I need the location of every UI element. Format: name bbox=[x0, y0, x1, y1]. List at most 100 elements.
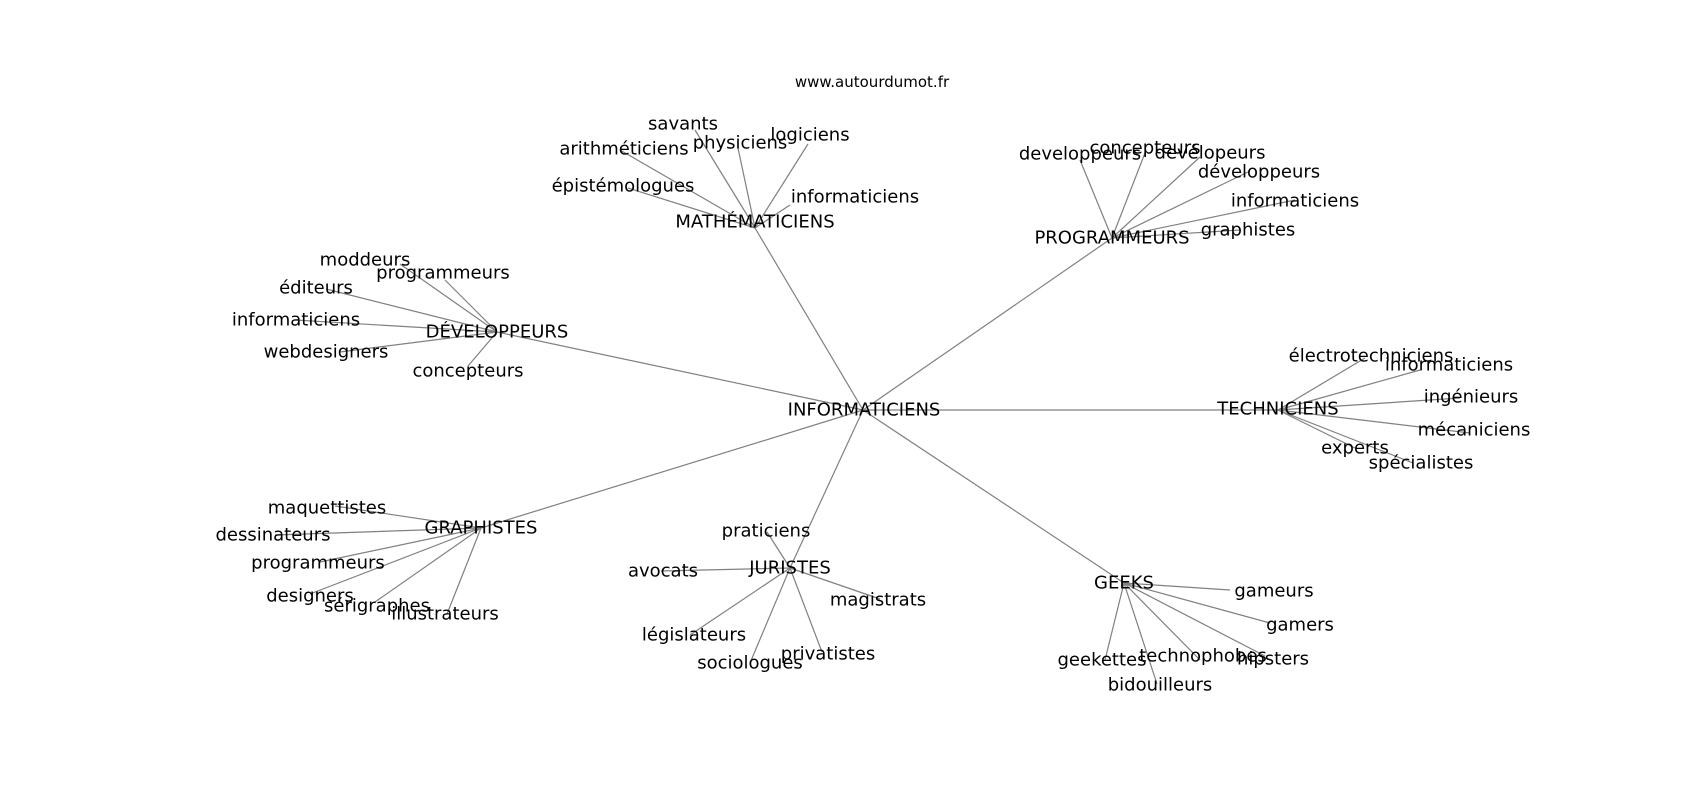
term-node-programmeurs[interactable]: programmeurs bbox=[251, 553, 385, 574]
edge-geeks-to-geekettes bbox=[1104, 582, 1125, 661]
edge-programmeurs-to-developpeurs bbox=[1111, 170, 1251, 239]
edge-techniciens-to-electrotechniciens bbox=[1277, 357, 1366, 411]
edge-geeks-to-technophobes bbox=[1123, 582, 1201, 661]
edge-juristes-to-avocats bbox=[660, 567, 791, 572]
edge-geeks-to-hipsters bbox=[1123, 582, 1266, 657]
term-node-serigraphes[interactable]: sérigraphes bbox=[324, 596, 430, 617]
edge-center-to-developpeurs bbox=[496, 331, 864, 411]
term-node-savants[interactable]: savants bbox=[648, 114, 718, 135]
term-node-legislateurs[interactable]: législateurs bbox=[642, 625, 746, 646]
edge-developpeurs-to-webdesigners bbox=[339, 331, 498, 353]
edge-techniciens-to-ingenieurs bbox=[1277, 397, 1461, 411]
edge-graphistes-to-illustrateurs bbox=[446, 527, 482, 615]
site-url[interactable]: www.autourdumot.fr bbox=[795, 73, 950, 91]
edge-mathematiciens-to-physiciens bbox=[737, 147, 756, 229]
edge-mathematiciens-to-epistemologues bbox=[627, 187, 756, 229]
term-node-bidouilleurs[interactable]: bidouilleurs bbox=[1108, 675, 1213, 696]
edge-center-to-graphistes bbox=[480, 409, 864, 529]
graph-labels: www.autourdumot.fr INFORMATICIENS MATHÉMA… bbox=[215, 73, 1530, 696]
term-node-technophobes[interactable]: technophobes bbox=[1139, 646, 1267, 667]
term-node-privatistes[interactable]: privatistes bbox=[781, 644, 875, 665]
edge-center-to-mathematiciens bbox=[754, 227, 864, 411]
term-node-logiciens[interactable]: logiciens bbox=[770, 125, 849, 146]
term-node-magistrats[interactable]: magistrats bbox=[830, 590, 926, 611]
term-node-dessinateurs[interactable]: dessinateurs bbox=[215, 525, 330, 546]
term-node-graphistes[interactable]: graphistes bbox=[1201, 220, 1296, 241]
edge-geeks-to-gamers bbox=[1123, 582, 1271, 624]
edge-graphistes-to-maquettistes bbox=[334, 505, 482, 529]
edge-juristes-to-magistrats bbox=[789, 567, 881, 600]
term-node-informaticiens[interactable]: informaticiens bbox=[791, 187, 919, 208]
term-node-epistemologues[interactable]: épistémologues bbox=[552, 176, 695, 197]
term-node-sociologues[interactable]: sociologues bbox=[697, 653, 803, 674]
term-node-maquettistes[interactable]: maquettistes bbox=[268, 498, 386, 519]
term-node-electrotechniciens[interactable]: électrotechniciens bbox=[1289, 346, 1454, 367]
edge-techniciens-to-informaticiens bbox=[1277, 369, 1421, 411]
edge-geeks-to-bidouilleurs bbox=[1123, 582, 1158, 685]
term-node-ingenieurs[interactable]: ingénieurs bbox=[1424, 387, 1519, 408]
edge-mathematiciens-to-arithmeticiens bbox=[619, 149, 756, 229]
graph-edges bbox=[274, 129, 1471, 685]
edge-developpeurs-to-informaticiens bbox=[294, 319, 498, 333]
term-node-praticiens[interactable]: praticiens bbox=[722, 521, 811, 542]
term-node-specialistes[interactable]: spécialistes bbox=[1369, 453, 1474, 474]
group-node-juristes[interactable]: JURISTES bbox=[748, 558, 831, 579]
edge-mathematiciens-to-informaticiens bbox=[754, 204, 791, 229]
term-node-hipsters[interactable]: hipsters bbox=[1237, 649, 1309, 670]
edge-developpeurs-to-concepteurs bbox=[467, 331, 498, 367]
group-node-geeks[interactable]: GEEKS bbox=[1094, 573, 1154, 594]
edge-center-to-programmeurs bbox=[862, 237, 1113, 411]
edge-graphistes-to-programmeurs bbox=[319, 527, 482, 563]
edge-graphistes-to-dessinateurs bbox=[274, 527, 482, 536]
edge-graphistes-to-designers bbox=[309, 527, 482, 595]
term-node-developpeurs[interactable]: développeurs bbox=[1198, 162, 1320, 183]
edge-mathematiciens-to-savants bbox=[694, 129, 756, 229]
edge-geeks-to-gameurs bbox=[1123, 582, 1231, 591]
term-node-informaticiens[interactable]: informaticiens bbox=[1385, 355, 1513, 376]
edge-programmeurs-to-developeurs bbox=[1111, 156, 1201, 239]
group-node-techniciens[interactable]: TECHNICIENS bbox=[1216, 399, 1338, 420]
term-node-gameurs[interactable]: gameurs bbox=[1234, 581, 1313, 602]
edge-center-to-juristes bbox=[789, 409, 864, 569]
term-node-experts[interactable]: experts bbox=[1321, 438, 1389, 459]
term-node-informaticiens[interactable]: informaticiens bbox=[1231, 191, 1359, 212]
edge-juristes-to-legislateurs bbox=[689, 567, 791, 636]
term-node-moddeurs[interactable]: moddeurs bbox=[320, 250, 411, 271]
center-node-label[interactable]: INFORMATICIENS bbox=[788, 400, 941, 421]
edge-techniciens-to-specialistes bbox=[1277, 409, 1414, 464]
edge-center-to-geeks bbox=[862, 409, 1125, 584]
edge-developpeurs-to-programmeurs bbox=[444, 279, 498, 333]
term-node-informaticiens[interactable]: informaticiens bbox=[232, 310, 360, 331]
term-node-developpeurs[interactable]: developpeurs bbox=[1019, 144, 1141, 165]
group-node-graphistes[interactable]: GRAPHISTES bbox=[425, 518, 538, 539]
edge-mathematiciens-to-logiciens bbox=[754, 143, 809, 229]
term-node-programmeurs[interactable]: programmeurs bbox=[376, 263, 510, 284]
edge-programmeurs-to-graphistes bbox=[1111, 229, 1241, 239]
term-node-illustrateurs[interactable]: illustrateurs bbox=[391, 604, 499, 625]
group-node-developpeurs[interactable]: DÉVELOPPEURS bbox=[426, 321, 569, 343]
edge-programmeurs-to-developpeurs bbox=[1079, 159, 1113, 239]
group-node-programmeurs[interactable]: PROGRAMMEURS bbox=[1034, 228, 1189, 249]
term-node-physiciens[interactable]: physiciens bbox=[693, 133, 788, 154]
group-node-mathematiciens[interactable]: MATHÉMATICIENS bbox=[675, 211, 834, 233]
term-node-gamers[interactable]: gamers bbox=[1266, 615, 1334, 636]
term-node-concepteurs[interactable]: concepteurs bbox=[1089, 138, 1200, 159]
term-node-arithmeticiens[interactable]: arithméticiens bbox=[559, 139, 688, 160]
edge-juristes-to-privatistes bbox=[789, 567, 823, 653]
term-node-geekettes[interactable]: geekettes bbox=[1058, 650, 1147, 671]
term-node-concepteurs[interactable]: concepteurs bbox=[412, 361, 523, 382]
edge-developpeurs-to-editeurs bbox=[325, 288, 498, 333]
term-node-designers[interactable]: designers bbox=[266, 586, 354, 607]
term-node-webdesigners[interactable]: webdesigners bbox=[264, 342, 389, 363]
edge-graphistes-to-serigraphes bbox=[374, 527, 482, 603]
term-node-developeurs[interactable]: devélopeurs bbox=[1155, 143, 1266, 164]
term-node-avocats[interactable]: avocats bbox=[628, 561, 698, 582]
edge-techniciens-to-mecaniciens bbox=[1277, 409, 1471, 434]
term-node-editeurs[interactable]: éditeurs bbox=[279, 278, 353, 299]
term-node-mecaniciens[interactable]: mécaniciens bbox=[1418, 420, 1531, 441]
edge-techniciens-to-experts bbox=[1277, 409, 1356, 449]
edge-programmeurs-to-concepteurs bbox=[1111, 152, 1146, 239]
edge-juristes-to-sociologues bbox=[749, 567, 791, 664]
edge-programmeurs-to-informaticiens bbox=[1111, 199, 1296, 239]
